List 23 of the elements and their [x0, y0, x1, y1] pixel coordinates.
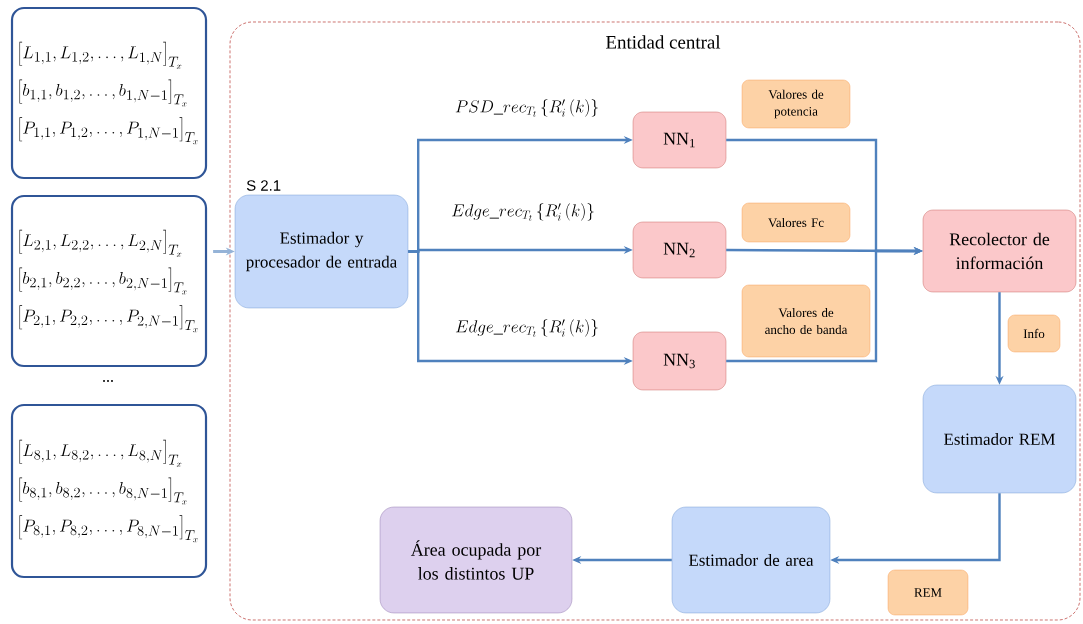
ellipsis: ...	[103, 380, 113, 382]
note-box: Info	[1007, 314, 1061, 353]
note-box: Valores de potencia	[741, 79, 851, 129]
note-box: Valores Fc	[741, 202, 851, 243]
process-box: NN$_{3}$	[632, 331, 727, 391]
edge-label: $PSD\_rec_{T_t}\left\{R_i'\left(k\right)\right\}$	[455, 99, 598, 117]
input-box: $\left[L_{1,1},L_{1,2},\ldots,L_{1,N}\right]_{T_x}$ $\left[b_{1,1},b_{1,2},\ldots,b_{1,N-1}\right]_{T_x}$ $\left[P_{1,1},P_{1,2},\ldots,P_{1,N-1}\right]_{T_x}$	[10, 6, 208, 180]
process-box: NN$_{1}$	[632, 111, 727, 169]
region-title: Entidad central	[606, 35, 721, 49]
note-box: Valores de ancho de banda	[741, 284, 871, 358]
output-box: Área ocupada por los distintos UP	[379, 506, 573, 614]
process-box: Recolector de información	[922, 209, 1077, 293]
process-box: Estimador y procesador de entrada	[234, 194, 409, 309]
process-box: NN$_{2}$	[632, 221, 727, 279]
edge-label: $Edge\_rec_{T_t}\left\{R_i'\left(k\right)\right\}$	[451, 203, 594, 221]
process-box: Estimador REM	[922, 384, 1077, 494]
edge-label: $Edge\_rec_{T_t}\left\{R_i'\left(k\right)\right\}$	[455, 319, 598, 337]
step-label: S 2.1	[246, 180, 281, 191]
note-box: REM	[887, 569, 969, 616]
input-box: $\left[L_{8,1},L_{8,2},\ldots,L_{8,N}\right]_{T_x}$ $\left[b_{8,1},b_{8,2},\ldots,b_{8,N-1}\right]_{T_x}$ $\left[P_{8,1},P_{8,2},\ldots,P_{8,N-1}\right]_{T_x}$	[10, 403, 208, 579]
process-box: Estimador de area	[671, 506, 831, 614]
dashed-region	[229, 21, 1081, 621]
input-box: $\left[L_{2,1},L_{2,2},\ldots,L_{2,N}\right]_{T_x}$ $\left[b_{2,1},b_{2,2},\ldots,b_{2,N-1}\right]_{T_x}$ $\left[P_{2,1},P_{2,2},\ldots,P_{2,N-1}\right]_{T_x}$	[10, 194, 208, 368]
